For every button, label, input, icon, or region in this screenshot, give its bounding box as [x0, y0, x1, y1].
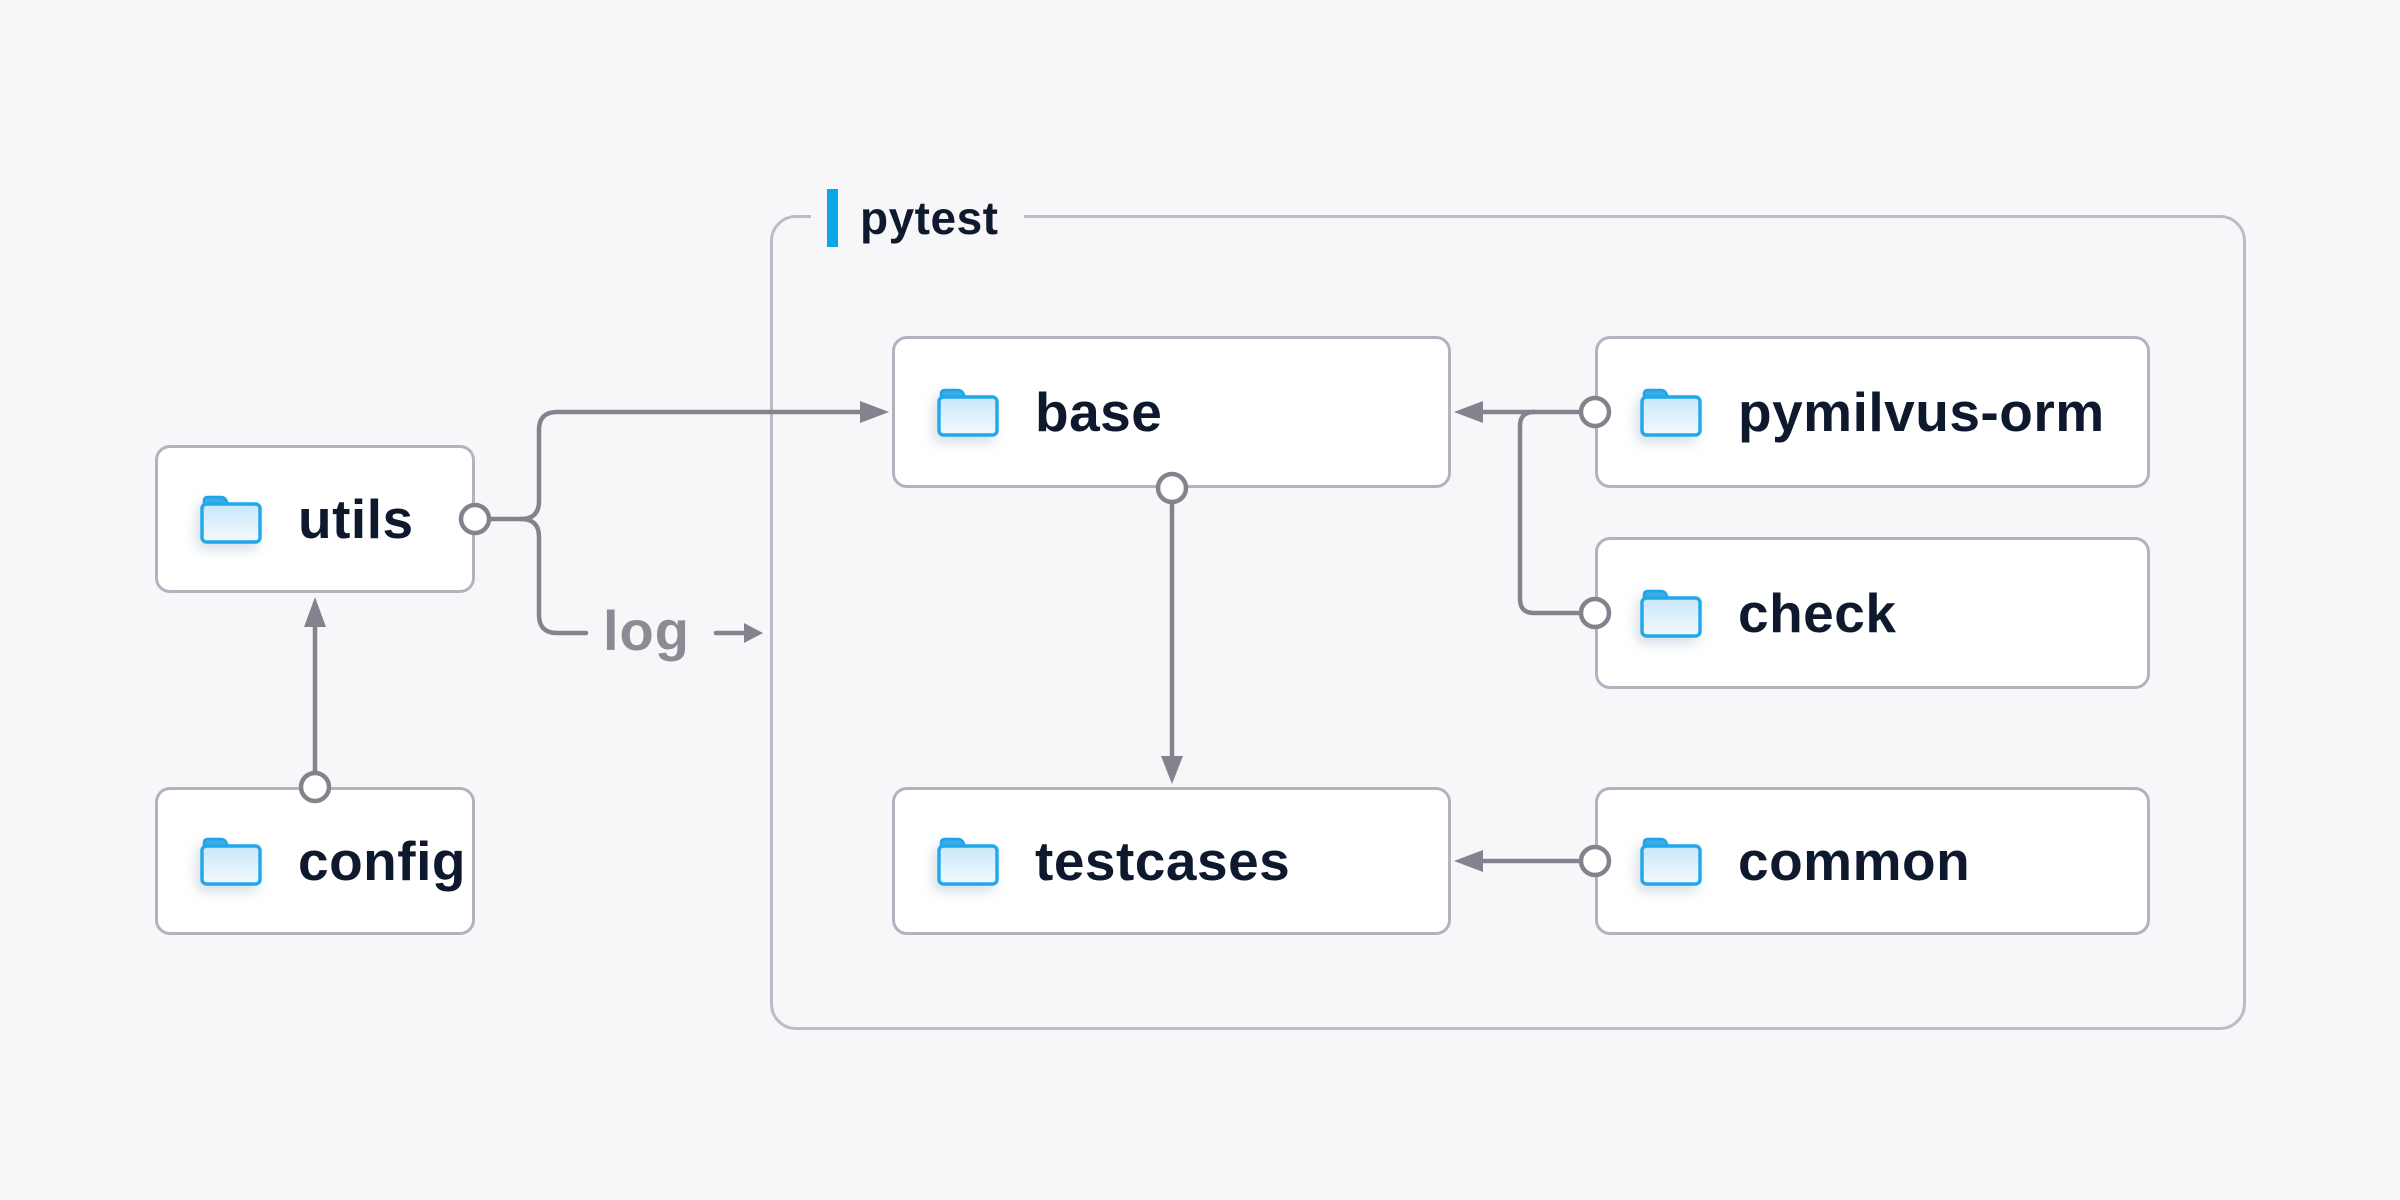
node-common: common [1595, 787, 2150, 935]
node-utils: utils [155, 445, 475, 593]
edge-config-to-utils [298, 597, 332, 804]
node-check-label: check [1738, 582, 1897, 644]
folder-icon [935, 385, 1001, 439]
node-testcases-label: testcases [1035, 830, 1291, 892]
node-check: check [1595, 537, 2150, 689]
folder-icon [1638, 385, 1704, 439]
pytest-group-box: pytest [770, 184, 2246, 1030]
pytest-group-title: pytest [860, 192, 999, 244]
node-utils-label: utils [298, 488, 414, 550]
folder-icon [1638, 586, 1704, 640]
folder-icon [198, 492, 264, 546]
node-base: base [892, 336, 1451, 488]
folder-icon [198, 834, 264, 888]
folder-icon [935, 834, 1001, 888]
node-testcases: testcases [892, 787, 1451, 935]
node-pymilvus-orm-label: pymilvus-orm [1738, 381, 2105, 443]
node-pymilvus-orm: pymilvus-orm [1595, 336, 2150, 488]
accent-bar-icon [827, 189, 838, 247]
node-base-label: base [1035, 381, 1163, 443]
log-edge-label: log [603, 598, 690, 662]
folder-icon [1638, 834, 1704, 888]
node-config-label: config [298, 830, 466, 892]
node-common-label: common [1738, 830, 1971, 892]
pytest-group-label: pytest [811, 184, 1025, 252]
node-config: config [155, 787, 475, 935]
